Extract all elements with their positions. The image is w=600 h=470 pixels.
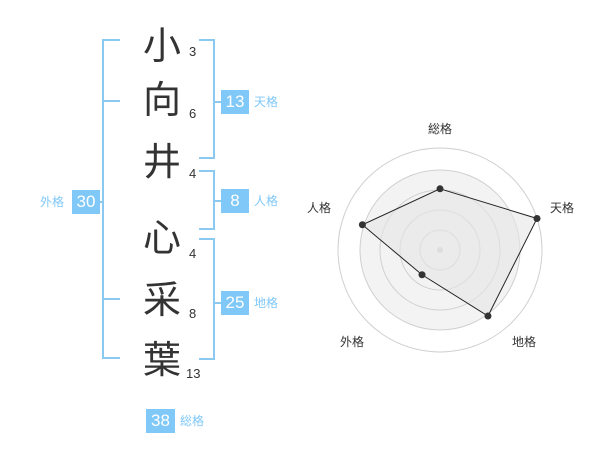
radar-point-1 (436, 185, 444, 193)
radar-axis-label: 天格 (550, 200, 574, 215)
gaikaku-bracket-tick (102, 298, 120, 300)
radar-point-5 (358, 221, 366, 229)
gaikaku-label: 外格 (40, 195, 65, 209)
radar-points (358, 185, 541, 320)
name-char-4: 心 (142, 216, 181, 260)
jinkaku-value-badge: 8 (221, 189, 249, 213)
stroke-count-4: 4 (189, 246, 197, 261)
stroke-count-6: 13 (186, 366, 201, 381)
gaikaku-bracket (102, 39, 120, 359)
radar-point-4 (418, 271, 426, 279)
tenkaku-bracket (199, 39, 215, 159)
chikaku-connector (213, 302, 223, 304)
chikaku-bracket (199, 238, 215, 360)
soukaku-label: 総格 (180, 414, 205, 428)
name-char-6: 葉 (142, 338, 181, 382)
gaikaku-connector (96, 201, 104, 203)
name-char-2: 向 (142, 78, 181, 122)
gaikaku-value-badge: 30 (72, 190, 100, 214)
gaikaku-bracket-tick (102, 100, 120, 102)
chikaku-label: 地格 (254, 296, 279, 310)
radar-axis-label: 総格 (428, 121, 452, 136)
tenkaku-connector (213, 101, 223, 103)
name-char-3: 井 (142, 140, 181, 184)
radar-axis-label: 人格 (307, 200, 331, 215)
soukaku-value-badge: 38 (146, 409, 175, 433)
chikaku-value-badge: 25 (221, 291, 249, 315)
stroke-count-5: 8 (189, 306, 197, 321)
tenkaku-label: 天格 (254, 95, 279, 109)
radar-axis-label: 外格 (340, 334, 364, 349)
name-char-5: 采 (142, 278, 181, 322)
stroke-count-3: 4 (189, 166, 197, 181)
stroke-count-1: 3 (189, 44, 197, 59)
radar-axis-label: 地格 (512, 334, 536, 349)
name-char-1: 小 (142, 24, 181, 68)
stroke-count-2: 6 (189, 106, 197, 121)
radar-polygon (361, 188, 538, 317)
radar-ring (337, 147, 543, 353)
tenkaku-value-badge: 13 (221, 90, 249, 114)
radar-area (361, 188, 538, 317)
radar-point-3 (484, 312, 492, 320)
radar-point-2 (533, 214, 541, 222)
jinkaku-label: 人格 (254, 194, 279, 208)
jinkaku-connector (213, 200, 223, 202)
